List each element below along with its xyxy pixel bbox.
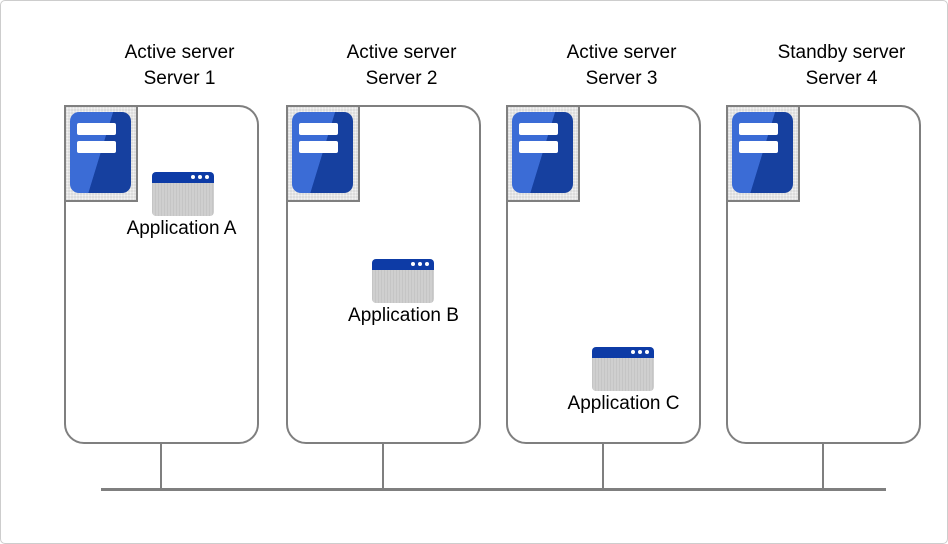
server-icon-frame	[726, 105, 800, 202]
app-window-titlebar-icon	[372, 259, 434, 270]
window-dot-icon	[411, 262, 415, 266]
window-dot-icon	[425, 262, 429, 266]
window-dot-icon	[631, 350, 635, 354]
server-name-label: Server 3	[585, 68, 658, 89]
application-window-icon	[372, 259, 434, 303]
window-dots-icon	[411, 262, 429, 266]
network-connector-line	[602, 442, 604, 489]
drive-bay-icon	[739, 123, 778, 135]
server-title: Active server Server 1	[82, 40, 277, 92]
window-dot-icon	[638, 350, 642, 354]
network-connector-line	[160, 442, 162, 489]
server-icon-frame	[286, 105, 360, 202]
server-name-label: Server 2	[365, 68, 438, 89]
window-dot-icon	[645, 350, 649, 354]
server-group-3: Active server Server 3 Application C	[506, 1, 701, 543]
drive-bay-icon	[519, 141, 558, 153]
server-name-label: Server 4	[805, 68, 878, 89]
server-role-label: Active server	[566, 42, 677, 63]
server-role-label: Standby server	[777, 42, 906, 63]
server-tower-icon	[732, 112, 793, 193]
application-window-icon	[592, 347, 654, 391]
app-window-body	[152, 183, 214, 216]
network-connector-line	[822, 442, 824, 489]
server-title: Active server Server 2	[304, 40, 499, 92]
drive-bay-icon	[77, 141, 116, 153]
server-tower-icon	[512, 112, 573, 193]
drive-bay-icon	[299, 141, 338, 153]
app-window-titlebar-icon	[152, 172, 214, 183]
application-window-icon	[152, 172, 214, 216]
server-icon-frame	[506, 105, 580, 202]
server-tower-icon	[70, 112, 131, 193]
server-role-label: Active server	[124, 42, 235, 63]
server-icon-frame	[64, 105, 138, 202]
server-role-label: Active server	[346, 42, 457, 63]
server-title: Standby server Server 4	[744, 40, 939, 92]
server-group-4: Standby server Server 4	[726, 1, 921, 543]
drive-bay-icon	[77, 123, 116, 135]
window-dots-icon	[631, 350, 649, 354]
app-window-titlebar-icon	[592, 347, 654, 358]
server-group-2: Active server Server 2 Application B	[286, 1, 481, 543]
window-dots-icon	[191, 175, 209, 179]
drive-bay-icon	[299, 123, 338, 135]
app-window-body	[592, 358, 654, 391]
application-label: Application B	[348, 305, 459, 326]
application-label: Application A	[126, 218, 237, 239]
server-name-label: Server 1	[143, 68, 216, 89]
server-title: Active server Server 3	[524, 40, 719, 92]
window-dot-icon	[198, 175, 202, 179]
window-dot-icon	[418, 262, 422, 266]
drive-bay-icon	[519, 123, 558, 135]
app-window-body	[372, 270, 434, 303]
network-connector-line	[382, 442, 384, 489]
network-bus-line	[101, 488, 886, 491]
window-dot-icon	[205, 175, 209, 179]
drive-bay-icon	[739, 141, 778, 153]
server-group-1: Active server Server 1 Application A	[64, 1, 259, 543]
server-tower-icon	[292, 112, 353, 193]
window-dot-icon	[191, 175, 195, 179]
application-label: Application C	[567, 393, 680, 414]
